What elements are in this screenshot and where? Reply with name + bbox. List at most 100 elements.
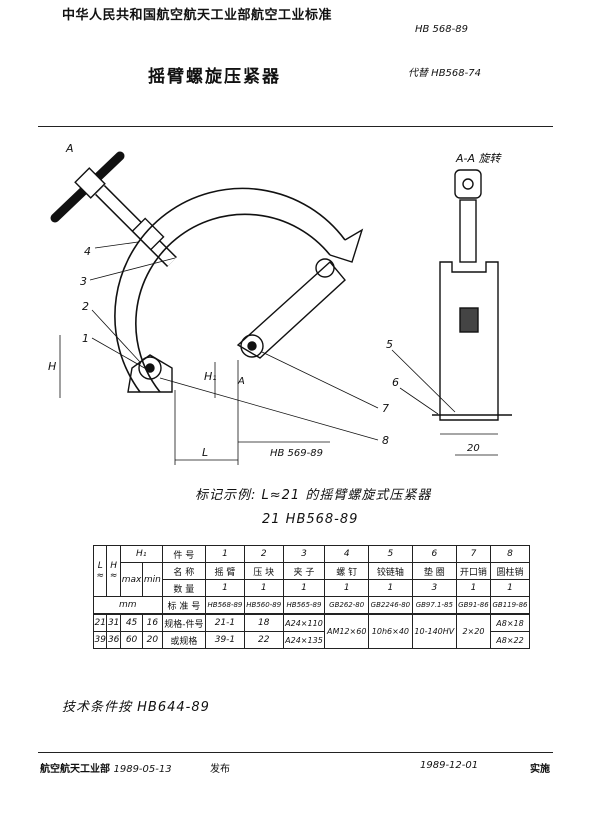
lbl-std: 标 准 号 bbox=[161, 596, 207, 615]
lbl-name: 名 称 bbox=[161, 562, 207, 580]
base-pivot bbox=[138, 356, 162, 380]
issue-date: 1989-05-13 bbox=[113, 764, 172, 775]
marking-example-line2: 21 HB568-89 bbox=[262, 512, 359, 527]
qty-6: 3 bbox=[411, 579, 457, 597]
parts-table: L≈ H≈ H₁ 件 号 1 2 3 4 5 6 7 8 max min 名 称… bbox=[92, 545, 531, 649]
lbl-spec-item: 规格-件号 bbox=[161, 613, 207, 632]
name-2: 压 块 bbox=[243, 562, 284, 580]
ref-standard: HB 569-89 bbox=[270, 448, 323, 459]
row2-s2: 22 bbox=[243, 631, 284, 649]
std-7: GB91-86 bbox=[455, 596, 491, 615]
qty-4: 1 bbox=[324, 579, 370, 597]
callout-6: 6 bbox=[392, 376, 399, 389]
std-5: GB2246-80 bbox=[368, 596, 413, 615]
row1-hmin: 16 bbox=[142, 613, 163, 632]
lbl-spec: 或规格 bbox=[161, 631, 207, 649]
name-8: 圆柱销 bbox=[489, 562, 531, 580]
hdr-max: max bbox=[119, 562, 144, 597]
item-7: 7 bbox=[455, 545, 491, 563]
lbl-item: 件 号 bbox=[161, 545, 207, 563]
name-6: 垫 圈 bbox=[411, 562, 457, 580]
hdr-h1: H₁ bbox=[119, 545, 163, 563]
org-standard-heading: 中华人民共和国航空航天工业部航空工业标准 bbox=[62, 8, 333, 23]
issue-word: 发布 bbox=[210, 764, 230, 775]
hdr-min: min bbox=[142, 562, 163, 597]
spec-s4: AM12×60 bbox=[324, 613, 370, 649]
callout-8: 8 bbox=[382, 434, 389, 447]
callout-1: 1 bbox=[82, 332, 89, 345]
qty-2: 1 bbox=[243, 579, 284, 597]
replaces-standard: 代替 HB568-74 bbox=[408, 68, 481, 79]
std-1: HB568-89 bbox=[205, 596, 245, 615]
std-2: HB560-89 bbox=[243, 596, 284, 615]
callout-2: 2 bbox=[82, 300, 89, 313]
arm-tip bbox=[329, 228, 364, 263]
row1-s2: 18 bbox=[243, 613, 284, 632]
name-4: 螺 钉 bbox=[324, 562, 370, 580]
callout-5: 5 bbox=[386, 338, 393, 351]
std-4: GB262-80 bbox=[324, 596, 370, 615]
row2-hmax: 60 bbox=[119, 631, 144, 649]
view-mark-a: A bbox=[65, 142, 74, 155]
section-head bbox=[454, 169, 482, 199]
qty-5: 1 bbox=[368, 579, 413, 597]
hdr-mm: mm bbox=[93, 596, 163, 615]
base-block bbox=[127, 354, 173, 393]
hdr-l: L≈ bbox=[92, 545, 108, 597]
row1-l: 21 bbox=[92, 613, 108, 632]
section-label: A-A 旋转 bbox=[455, 152, 503, 165]
pivot-lower bbox=[240, 334, 264, 358]
spec-s7: 2×20 bbox=[455, 613, 491, 649]
row1-s3: A24×110 bbox=[282, 613, 326, 632]
table-row: mm 标 准 号 HB568-89 HB560-89 HB565-89 GB26… bbox=[93, 596, 531, 615]
table-row: max min 名 称 摇 臂 压 块 夹 子 螺 钉 铰链轴 垫 圈 开口销 … bbox=[94, 562, 531, 597]
technical-drawing: A A A-A 旋转 4 3 2 1 7 8 5 6 H H₁ L 20 HB … bbox=[48, 142, 512, 465]
dim-20: 20 bbox=[467, 443, 480, 454]
document-title: 摇臂螺旋压紧器 bbox=[148, 67, 281, 87]
qty-1: 1 bbox=[205, 579, 245, 597]
swing-arm-inner bbox=[135, 213, 331, 393]
spec-s6: 10-140HV bbox=[411, 613, 457, 649]
implementation-date: 1989-12-01 bbox=[420, 760, 479, 771]
item-2: 2 bbox=[243, 545, 284, 563]
table-row: 39 36 60 20 或规格 39-1 22 A24×135 A8×22 bbox=[92, 631, 531, 649]
row2-l: 39 bbox=[92, 631, 108, 649]
section-block bbox=[459, 307, 479, 333]
item-5: 5 bbox=[368, 545, 413, 563]
name-1: 摇 臂 bbox=[205, 562, 245, 580]
item-1: 1 bbox=[205, 545, 245, 563]
row1-s1: 21-1 bbox=[205, 613, 245, 632]
callout-7: 7 bbox=[382, 402, 389, 415]
row2-s8: A8×22 bbox=[489, 631, 531, 649]
row1-s8: A8×18 bbox=[489, 613, 531, 632]
row2-h: 36 bbox=[106, 631, 121, 649]
table-row: 21 31 45 16 规格-件号 21-1 18 A24×110 AM12×6… bbox=[92, 613, 531, 649]
table-row: 数 量 1 1 1 1 1 3 1 1 bbox=[94, 579, 531, 597]
standard-number: HB 568-89 bbox=[415, 24, 468, 35]
name-3: 夹 子 bbox=[282, 562, 326, 580]
clamp-plate bbox=[236, 260, 346, 359]
item-4: 4 bbox=[324, 545, 370, 563]
view-mark-a-lower: A bbox=[237, 376, 245, 387]
qty-3: 1 bbox=[282, 579, 326, 597]
section-body bbox=[439, 261, 499, 421]
item-3: 3 bbox=[282, 545, 326, 563]
implementation-word: 实施 bbox=[530, 764, 550, 775]
std-6: GB97.1-85 bbox=[411, 596, 457, 615]
row1-h: 31 bbox=[106, 613, 121, 632]
technical-requirements: 技术条件按 HB644-89 bbox=[62, 700, 210, 715]
handle-hub bbox=[74, 167, 106, 199]
std-3: HB565-89 bbox=[282, 596, 326, 615]
qty-8: 1 bbox=[489, 579, 531, 597]
name-7: 开口销 bbox=[455, 562, 491, 580]
screw-nut bbox=[131, 217, 165, 251]
marking-example-line1: 标记示例: L≈21 的摇臂螺旋式压紧器 bbox=[195, 488, 432, 503]
row2-s1: 39-1 bbox=[205, 631, 245, 649]
issuer-name: 航空航天工业部 bbox=[40, 764, 110, 775]
hdr-h: H≈ bbox=[106, 545, 121, 597]
item-8: 8 bbox=[489, 545, 531, 563]
header-rule bbox=[38, 126, 553, 127]
std-8: GB119-86 bbox=[489, 596, 531, 615]
footer-rule bbox=[38, 752, 553, 753]
section-screw bbox=[459, 199, 477, 263]
